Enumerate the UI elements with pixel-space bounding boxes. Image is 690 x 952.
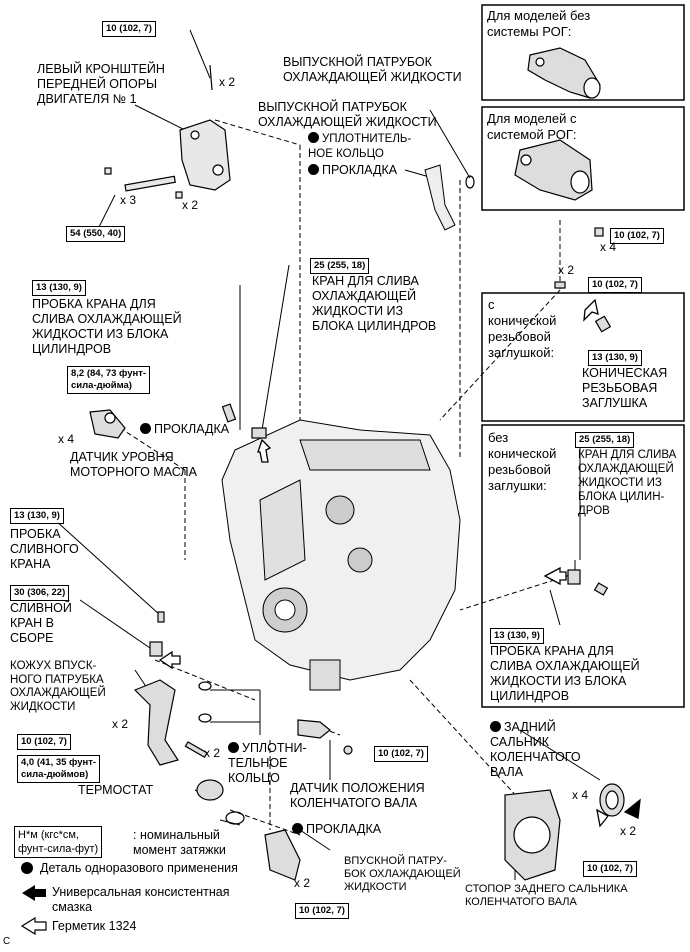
non-reusable-dot [308, 164, 319, 175]
label-inlet-bottom: ВПУСКНОЙ ПАТРУ- БОК ОХЛАЖДАЮЩЕЙ ЖИДКОСТИ [344, 855, 461, 893]
label-outlet-top: ВЫПУСКНОЙ ПАТРУБОК ОХЛАЖДАЮЩЕЙ ЖИДКОСТИ [283, 55, 462, 84]
qty-bracket-x2a: x 2 [219, 75, 236, 89]
non-reusable-dot [228, 742, 239, 753]
torque-drain-cock-assy: 30 (306, 22) [10, 585, 70, 601]
label-drain-plug-cylinder: ПРОБКА КРАНА ДЛЯ СЛИВА ОХЛАЖДАЮЩЕЙ ЖИДКО… [32, 297, 182, 356]
torque-thermostat: 4,0 (41, 35 фунт- сила-дюймов) [17, 755, 101, 783]
label-crank-sensor: ДАТЧИК ПОЛОЖЕНИЯ КОЛЕНЧАТОГО ВАЛА [290, 781, 425, 810]
qty-sensor-x4: x 4 [58, 432, 75, 446]
legend-torque-box: Н*м (кгс*см, фунт-сила-фут) [14, 826, 103, 858]
label-outlet-mid: ВЫПУСКНОЙ ПАТРУБОК ОХЛАЖДАЮЩЕЙ ЖИДКОСТИ [258, 100, 437, 129]
engine-block [221, 419, 461, 691]
drain-plug-left-part [157, 611, 165, 623]
label-inlet-housing: КОЖУХ ВПУСК- НОГО ПАТРУБКА ОХЛАЖДАЮЩЕЙ Ж… [10, 660, 106, 713]
torque-drain-cock-right: 25 (255, 18) [575, 432, 635, 448]
label-oil-level-sensor: ДАТЧИК УРОВНЯ МОТОРНОГО МАСЛА [70, 450, 197, 479]
qty-thermo-x2: x 2 [204, 746, 221, 760]
outlet-no-egr [527, 47, 601, 99]
label-o-ring: УПЛОТНИТЕЛЬ- НОЕ КОЛЬЦО [308, 132, 412, 160]
legend-sealant: Герметик 1324 [52, 919, 137, 933]
label-egr-title: Для моделей с системой РОГ: [487, 111, 577, 142]
qty-outlet-x4: x 4 [600, 240, 617, 254]
box-egr [481, 106, 685, 211]
label-gasket-top: ПРОКЛАДКА [308, 163, 397, 178]
torque-taper-plug: 13 (130, 9) [588, 350, 642, 366]
box-no-egr [481, 4, 685, 101]
label-drain-cock-cylinder: КРАН ДЛЯ СЛИВА ОХЛАЖДАЮЩЕЙ ЖИДКОСТИ ИЗ Б… [312, 274, 437, 333]
non-reusable-dot [490, 721, 501, 732]
label-rear-seal: ЗАДНИЙ САЛЬНИК КОЛЕНЧАТОГО ВАЛА [490, 720, 581, 779]
torque-outlet-x2: 10 (102, 7) [588, 277, 642, 293]
box-without-taper [481, 424, 685, 708]
legend-non-reusable: Деталь одноразового применения [40, 861, 238, 875]
label-drain-cock-right: КРАН ДЛЯ СЛИВА ОХЛАЖДАЮЩЕЙ ЖИДКОСТИ ИЗ Б… [578, 449, 677, 517]
torque-drain-plug-cylinder: 13 (130, 9) [32, 280, 86, 296]
qty-seal-x2: x 2 [620, 824, 637, 838]
arrows [158, 298, 641, 828]
label-o-ring-bottom: УПЛОТНИ- ТЕЛЬНОЕ КОЛЬЦО [228, 741, 307, 785]
qty-bracket-x2b: x 2 [182, 198, 199, 212]
outlet-egr [514, 139, 593, 201]
torque-crank-sensor: 10 (102, 7) [374, 746, 428, 762]
label-no-egr-title: Для моделей без системы РОГ: [487, 8, 591, 39]
torque-drain-cock-cylinder: 25 (255, 18) [310, 258, 370, 274]
inlet-housing-part [133, 679, 179, 766]
label-bracket: ЛЕВЫЙ КРОНШТЕЙН ПЕРЕДНЕЙ ОПОРЫ ДВИГАТЕЛЯ… [37, 62, 165, 106]
qty-outlet-x2: x 2 [558, 263, 575, 277]
torque-rear-seal-retainer: 10 (102, 7) [583, 861, 637, 877]
label-drain-cock-assy: СЛИВНОЙ КРАН В СБОРЕ [10, 601, 72, 645]
label-without-taper: без конической резьбовой заглушки: [488, 430, 557, 493]
crank-sensor-part [297, 719, 331, 739]
taper-plug-part [594, 315, 612, 333]
label-thermostat: ТЕРМОСТАТ [78, 783, 154, 797]
non-reusable-dot [308, 132, 319, 143]
non-reusable-dot [292, 823, 303, 834]
label-gasket-bottom: ПРОКЛАДКА [292, 822, 381, 837]
torque-bracket-main: 54 (550, 40) [66, 226, 126, 242]
torque-drain-plug-left: 13 (130, 9) [10, 508, 64, 524]
qty-bracket-x3: x 3 [120, 193, 137, 207]
legend-grease: Универсальная консистентная смазка [52, 885, 230, 914]
torque-bracket-bolt: 10 (102, 7) [102, 21, 156, 37]
qty-inlet-x2: x 2 [112, 717, 129, 731]
legend-torque-text: : номинальный момент затяжки [133, 828, 226, 857]
oil-level-sensor-part [89, 409, 126, 439]
drain-cock-assy-part [149, 641, 163, 657]
qty-bottom-x2: x 2 [294, 876, 311, 890]
torque-oil-sensor: 8,2 (84, 73 фунт- сила-дюйма) [67, 366, 151, 394]
qty-seal-x4: x 4 [572, 788, 589, 802]
label-taper-plug: КОНИЧЕСКАЯ РЕЗЬБОВАЯ ЗАГЛУШКА [582, 366, 668, 410]
drain-plug-part [221, 403, 237, 423]
label-drain-plug-right: ПРОБКА КРАНА ДЛЯ СЛИВА ОХЛАЖДАЮЩЕЙ ЖИДКО… [490, 644, 640, 703]
drain-cock-right-part [567, 569, 581, 585]
drain-cock-part [251, 427, 267, 439]
label-with-taper: с конической резьбовой заглушкой: [488, 297, 557, 360]
torque-bottom-inlet: 10 (102, 7) [295, 903, 349, 919]
engine-mount-bracket [104, 64, 231, 199]
torque-inlet-housing: 10 (102, 7) [17, 734, 71, 750]
label-retainer: СТОПОР ЗАДНЕГО САЛЬНИКА КОЛЕНЧАТОГО ВАЛА [465, 883, 628, 908]
thermostat-part [196, 779, 224, 801]
inlet-bottom-part [264, 829, 301, 881]
box-with-taper [481, 292, 685, 422]
torque-outlet-x4: 10 (102, 7) [610, 228, 664, 244]
torque-drain-plug-right: 13 (130, 9) [490, 628, 544, 644]
label-gasket-sensor: ПРОКЛАДКА [140, 422, 229, 437]
non-reusable-dot [140, 423, 151, 434]
label-drain-plug-left: ПРОБКА СЛИВНОГО КРАНА [10, 527, 79, 571]
figure-code: C [3, 936, 11, 947]
